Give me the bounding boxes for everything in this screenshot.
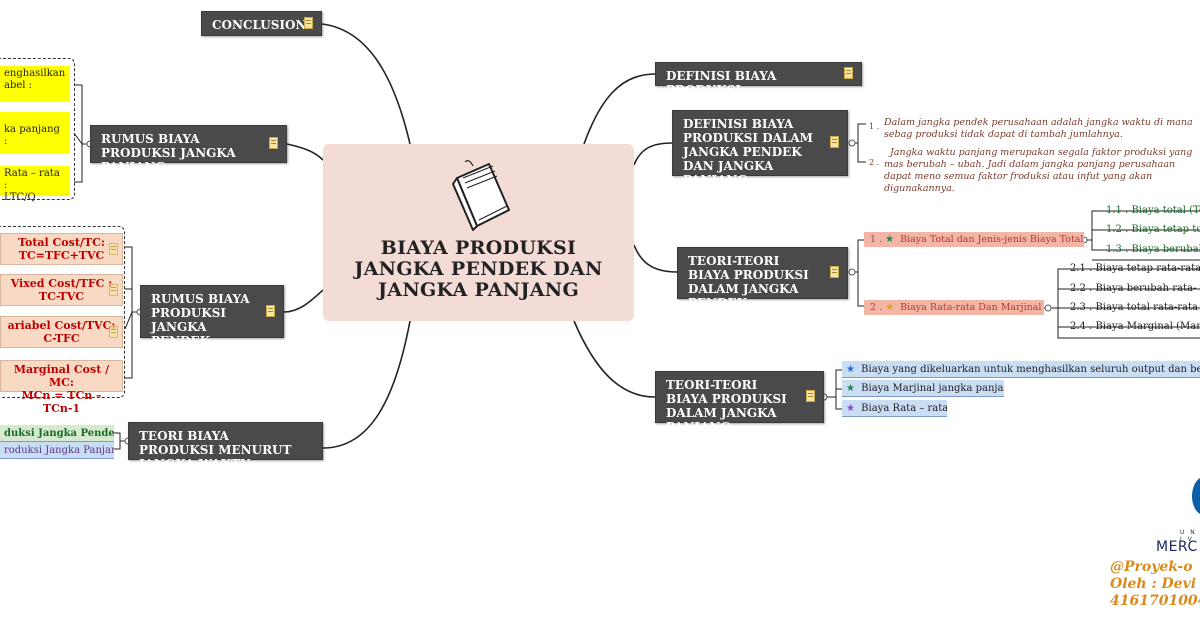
dashed-group-rumus-panjang bbox=[0, 58, 75, 200]
node-label: RUMUS BIAYA PRODUKSI JANGKA PANJANG bbox=[101, 132, 236, 174]
node-definisi-pendek-panjang[interactable]: DEFINISI BIAYA PRODUKSI DALAM JANGKA PEN… bbox=[672, 110, 848, 187]
item-label: Biaya yang dikeluarkan untuk menghasilka… bbox=[861, 364, 1200, 375]
formula-item[interactable]: ka panjang : bbox=[0, 112, 70, 154]
note-icon bbox=[830, 136, 839, 148]
branch-biaya-total[interactable]: 1 . ★ Biaya Total dan Jenis-jenis Biaya … bbox=[864, 232, 1084, 247]
item-label: Biaya Rata – rata bbox=[861, 403, 947, 414]
node-label: TEORI-TEORI BIAYA PRODUKSI DALAM JANGKA … bbox=[666, 378, 787, 434]
formula-item[interactable]: ariabel Cost/TVC:C-TFC bbox=[0, 316, 123, 348]
note-icon bbox=[269, 137, 278, 149]
definition-note: Dalam jangka pendek perusahaan adalah ja… bbox=[884, 117, 1193, 140]
node-conclusion[interactable]: CONCLUSION bbox=[201, 11, 322, 36]
logo-univ-text: U N I V bbox=[1180, 529, 1197, 543]
note-icon bbox=[844, 67, 853, 79]
star-icon: ★ bbox=[885, 234, 895, 245]
formula-item[interactable]: Rata – rata :LTC/Q bbox=[0, 166, 70, 203]
note-icon bbox=[109, 326, 118, 338]
node-teori-waktu[interactable]: TEORI BIAYA PRODUKSI MENURUT JANGKA WAKT… bbox=[128, 422, 323, 471]
note-icon bbox=[830, 266, 839, 278]
logo-mark bbox=[1192, 478, 1200, 514]
leaf-item[interactable]: 2.2 . Biaya berubah rata- rat bbox=[1070, 283, 1200, 294]
node-definisi[interactable]: DEFINISI BIAYA PRODUKSI bbox=[655, 62, 862, 97]
central-topic[interactable]: BIAYA PRODUKSI JANGKA PENDEK DAN JANGKA … bbox=[323, 144, 634, 321]
leaf-item[interactable]: 2.1 . Biaya tetap rata-rata (A bbox=[1070, 263, 1200, 274]
long-run-item[interactable]: ★ Biaya Rata – rata bbox=[842, 400, 947, 417]
item-label: Biaya Marjinal jangka panjang bbox=[861, 383, 1004, 394]
formula-item[interactable]: Vixed Cost/TFC :TC-TVC bbox=[0, 274, 123, 306]
book-icon bbox=[452, 160, 510, 231]
time-item[interactable]: roduksi Jangka Panjang bbox=[0, 442, 114, 459]
leaf-item[interactable]: 1.3 . Biaya berubah t bbox=[1106, 244, 1200, 255]
formula-item[interactable]: Total Cost/TC:TC=TFC+TVC bbox=[0, 233, 123, 265]
logo-name-text: MERC bbox=[1156, 539, 1198, 555]
node-label: TEORI-TEORI BIAYA PRODUKSI DALAM JANGKA … bbox=[688, 254, 809, 310]
node-teori-panjang[interactable]: TEORI-TEORI BIAYA PRODUKSI DALAM JANGKA … bbox=[655, 371, 824, 434]
leaf-item[interactable]: 1.2 . Biaya tetap tota bbox=[1106, 224, 1200, 235]
leaf-item[interactable]: 1.1 . Biaya total (Tota bbox=[1106, 205, 1200, 216]
node-label: RUMUS BIAYA PRODUKSI JANGKA PENDEK bbox=[151, 292, 250, 348]
dashed-group-rumus-pendek bbox=[0, 226, 125, 398]
star-icon: ★ bbox=[885, 302, 895, 313]
long-run-item[interactable]: ★ Biaya Marjinal jangka panjang bbox=[842, 380, 1004, 397]
long-run-item[interactable]: ★ Biaya yang dikeluarkan untuk menghasil… bbox=[842, 361, 1200, 378]
note-icon bbox=[304, 16, 313, 29]
leaf-item[interactable]: 2.4 . Biaya Marginal (Margin bbox=[1070, 321, 1200, 332]
definition-note: Jangka waktu panjang merupakan segala fa… bbox=[884, 147, 1193, 194]
node-teori-pendek[interactable]: TEORI-TEORI BIAYA PRODUKSI DALAM JANGKA … bbox=[677, 247, 848, 310]
branch-biaya-rata[interactable]: 2 . ★ Biaya Rata-rata Dan Marjinal bbox=[864, 300, 1044, 315]
watermark: @Proyek-o Oleh : Devi 41617010047 bbox=[1110, 559, 1200, 609]
branch-label: Biaya Rata-rata Dan Marjinal bbox=[900, 302, 1042, 313]
star-icon: ★ bbox=[846, 403, 855, 414]
leaf-item[interactable]: 2.3 . Biaya total rata-rata (A bbox=[1070, 302, 1200, 313]
branch-label: Biaya Total dan Jenis-jenis Biaya Total bbox=[900, 234, 1084, 245]
star-icon: ★ bbox=[846, 383, 855, 394]
note-icon bbox=[109, 284, 118, 296]
node-label: TEORI BIAYA PRODUKSI MENURUT JANGKA WAKT… bbox=[139, 429, 292, 471]
note-number: 2 . bbox=[869, 158, 880, 167]
branch-number: 2 . bbox=[870, 302, 883, 313]
node-rumus-panjang[interactable]: RUMUS BIAYA PRODUKSI JANGKA PANJANG bbox=[90, 125, 287, 174]
formula-item[interactable]: Marginal Cost / MC:MCn = TCn – TCn-1 bbox=[0, 360, 123, 415]
star-icon: ★ bbox=[846, 364, 855, 375]
node-label: DEFINISI BIAYA PRODUKSI DALAM JANGKA PEN… bbox=[683, 117, 813, 187]
node-rumus-pendek[interactable]: RUMUS BIAYA PRODUKSI JANGKA PENDEK bbox=[140, 285, 284, 348]
central-title: BIAYA PRODUKSI JANGKA PENDEK DAN JANGKA … bbox=[354, 237, 603, 301]
note-number: 1 . bbox=[869, 122, 880, 131]
note-icon bbox=[109, 243, 118, 255]
time-item[interactable]: duksi Jangka Pendek bbox=[0, 425, 114, 442]
note-icon bbox=[266, 304, 275, 317]
note-icon bbox=[806, 390, 815, 402]
branch-number: 1 . bbox=[870, 234, 883, 245]
node-label: DEFINISI BIAYA PRODUKSI bbox=[666, 69, 777, 97]
node-label: CONCLUSION bbox=[212, 18, 307, 32]
